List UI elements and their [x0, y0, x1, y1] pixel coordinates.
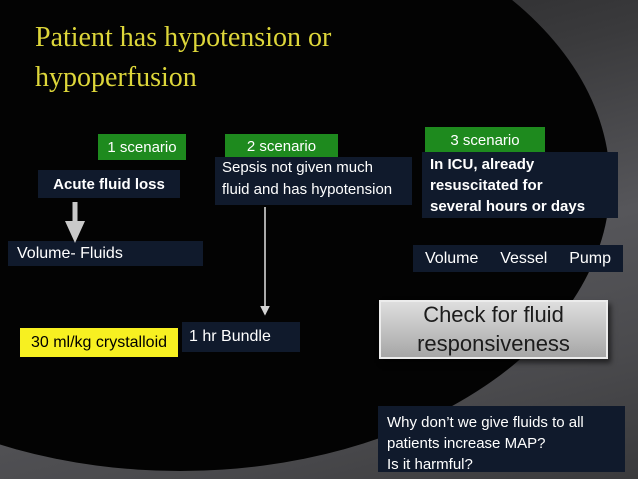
scenario-3-detail: In ICU, already resuscitated for several…	[422, 152, 618, 218]
scenario-1-action-highlight: 30 ml/kg crystalloid	[20, 328, 178, 357]
scenario-2-action: 1 hr Bundle	[182, 322, 300, 352]
scenario-2-detail: Sepsis not given much fluid and has hypo…	[215, 157, 412, 205]
scenario-3-outcome-bar: Volume Vessel Pump	[413, 245, 623, 272]
scenario-3-action-button: Check for fluid responsiveness	[379, 300, 608, 359]
outcome-vessel-label: Vessel	[500, 249, 548, 267]
scenario-1-tag: 1 scenario	[98, 134, 186, 160]
outcome-volume-label: Volume	[425, 249, 479, 267]
scenario-2-tag: 2 scenario	[225, 134, 338, 159]
scenario-3-tag: 3 scenario	[425, 127, 545, 153]
footnote-question: Why don’t we give fluids to all patients…	[378, 406, 625, 473]
slide-title-line2: hypoperfusion	[35, 61, 197, 93]
slide-title-line1: Patient has hypotension or	[35, 22, 332, 53]
scenario-1-outcome: Volume- Fluids	[8, 241, 203, 266]
slide-title: Patient has hypotension or hypoperfusion	[35, 18, 475, 98]
outcome-pump-label: Pump	[569, 249, 611, 267]
scenario-1-detail: Acute fluid loss	[38, 170, 180, 198]
